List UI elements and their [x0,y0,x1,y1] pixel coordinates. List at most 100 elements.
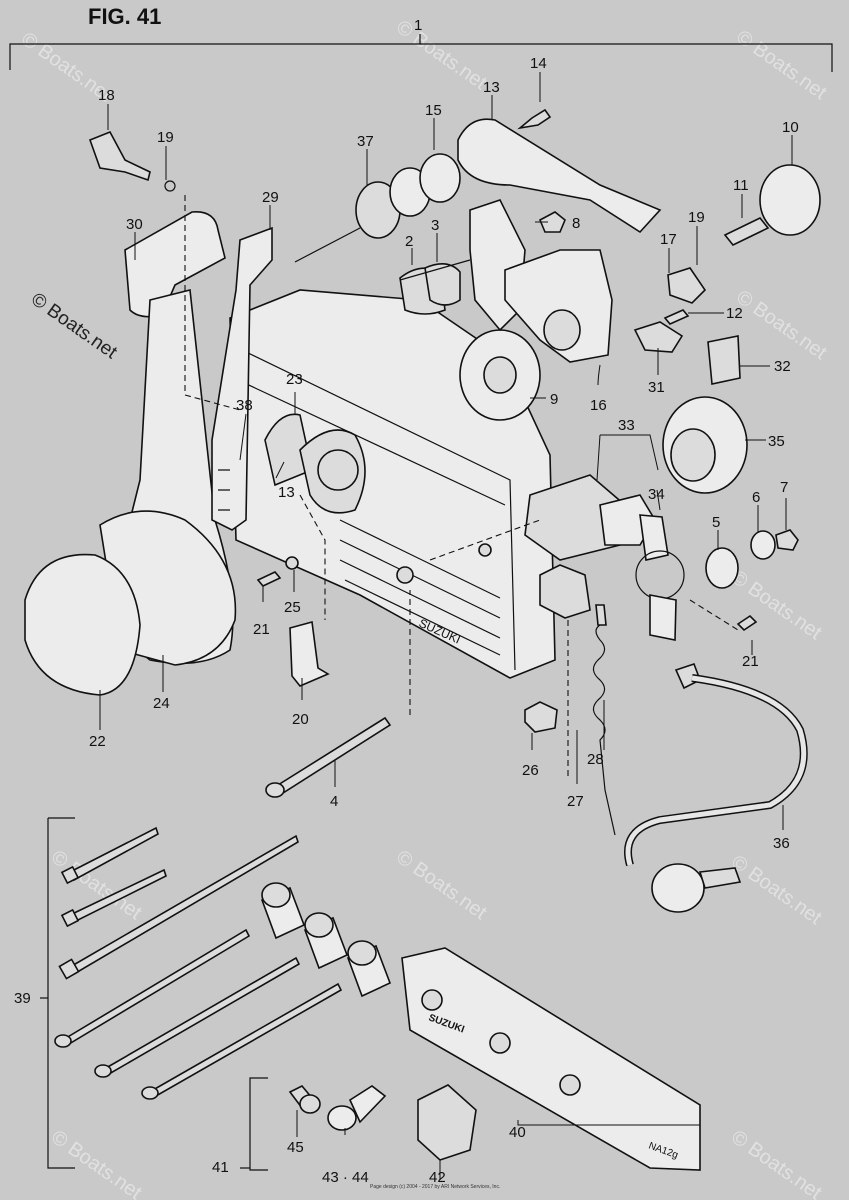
callout-11: 11 [733,177,749,194]
cam-and-shaft [399,263,461,315]
callout-26: 26 [522,762,539,779]
screw [736,614,758,632]
washer [750,530,776,560]
callout-18: 18 [98,87,115,104]
callout-40: 40 [509,1124,526,1141]
kit-bracket [47,817,75,1169]
nut [538,211,566,233]
friction-plate [457,118,662,234]
callout-15: 15 [425,102,442,119]
retaining-ring [759,164,821,236]
cover-bracket [289,620,330,687]
callout-22: 22 [89,733,106,750]
watermark-text: © Boats.net [47,1126,146,1200]
cable-end [327,1085,387,1131]
callout-10: 10 [782,119,799,136]
callout-45: 45 [287,1139,304,1156]
wire-harness [624,662,808,913]
clip [285,556,299,570]
kit-bracket [249,1077,268,1171]
callout-6: 6 [752,489,760,506]
callout-7: 7 [780,479,788,496]
neutral-switch-cam [264,413,366,514]
callout-33: 33 [618,417,635,434]
assembly-line [294,227,471,281]
callout-16: 16 [590,397,607,414]
watermark-text: © Boats.net [727,1126,826,1200]
callout-14: 14 [530,55,547,72]
adjuster-plate [504,249,613,363]
spacers [260,882,392,998]
callout-1: 1 [414,17,422,34]
callout-3: 3 [431,217,439,234]
callout-25: 25 [284,599,301,616]
callout-21: 21 [253,621,270,638]
callout-13: 13 [483,79,500,96]
callout-9: 9 [550,391,558,408]
callout-34: 34 [648,486,665,503]
callout-17: 17 [660,231,677,248]
callout-31: 31 [648,379,665,396]
ignition-switch [524,474,685,641]
callout-30: 30 [126,216,143,233]
watermark-text: © Boats.net [392,846,491,924]
lanyard-clip [524,701,558,733]
cable-holder [417,1084,477,1161]
assembly-bracket [9,43,833,72]
callout-28: 28 [587,751,604,768]
watermark-text: © Boats.net [732,26,831,104]
watermark-text: © Boats.net [732,286,831,364]
watermark-text: © Boats.net [727,851,826,929]
grommet [705,547,739,589]
callout-4: 4 [330,793,338,810]
callout-35: 35 [768,433,785,450]
callout-24: 24 [153,695,170,712]
callout-41: 41 [212,1159,229,1176]
screw [256,571,282,587]
callout-5: 5 [712,514,720,531]
assembly-line [689,599,739,631]
trim-plate: SUZUKI NA12g [401,947,701,1171]
lock-bracket [633,321,684,353]
callout-42: 42 [429,1169,446,1186]
pivot-pin [88,130,151,182]
assembly-line [184,195,241,411]
callout-27: 27 [567,793,584,810]
bolt [723,217,770,246]
cable-ties [58,826,299,980]
callout-20: 20 [292,711,309,728]
callout-23: 23 [286,371,303,388]
lock-nut [775,529,799,551]
callout-13: 13 [278,484,295,501]
mounting-bracket [211,226,273,531]
watermark-text: © Boats.net [392,16,491,94]
callout-32: 32 [774,358,791,375]
mounting-bolts [54,928,343,1100]
side-cover [24,553,141,696]
callout-21: 21 [742,653,759,670]
callout-37: 37 [357,133,374,150]
figure-title: FIG. 41 [88,4,161,29]
callout-39: 39 [14,990,31,1007]
seal-inner [419,153,461,203]
side-watermark: © Boats.net [27,289,121,364]
callout-29: 29 [262,189,279,206]
callout-36: 36 [773,835,790,852]
assembly-line [299,494,326,620]
emergency-stop-switch [539,564,616,836]
ball-joint [288,1085,321,1114]
callout-labels: 1 14 18 13 15 10 19 37 11 29 30 8 19 2 3… [14,17,799,1186]
callout-12: 12 [726,305,743,322]
neutral-switch [707,335,741,385]
callout-19: 19 [157,129,174,146]
leader-lines [99,72,793,1180]
callout-8: 8 [572,215,580,232]
copyright-notice: Page design (c) 2004 - 2017 by ARI Netwo… [370,1184,500,1190]
callout-43-44: 43 · 44 [322,1169,369,1186]
callout-2: 2 [405,233,413,250]
long-bolt [265,716,392,798]
callout-19: 19 [688,209,705,226]
watermark-text: © Boats.net [727,566,826,644]
